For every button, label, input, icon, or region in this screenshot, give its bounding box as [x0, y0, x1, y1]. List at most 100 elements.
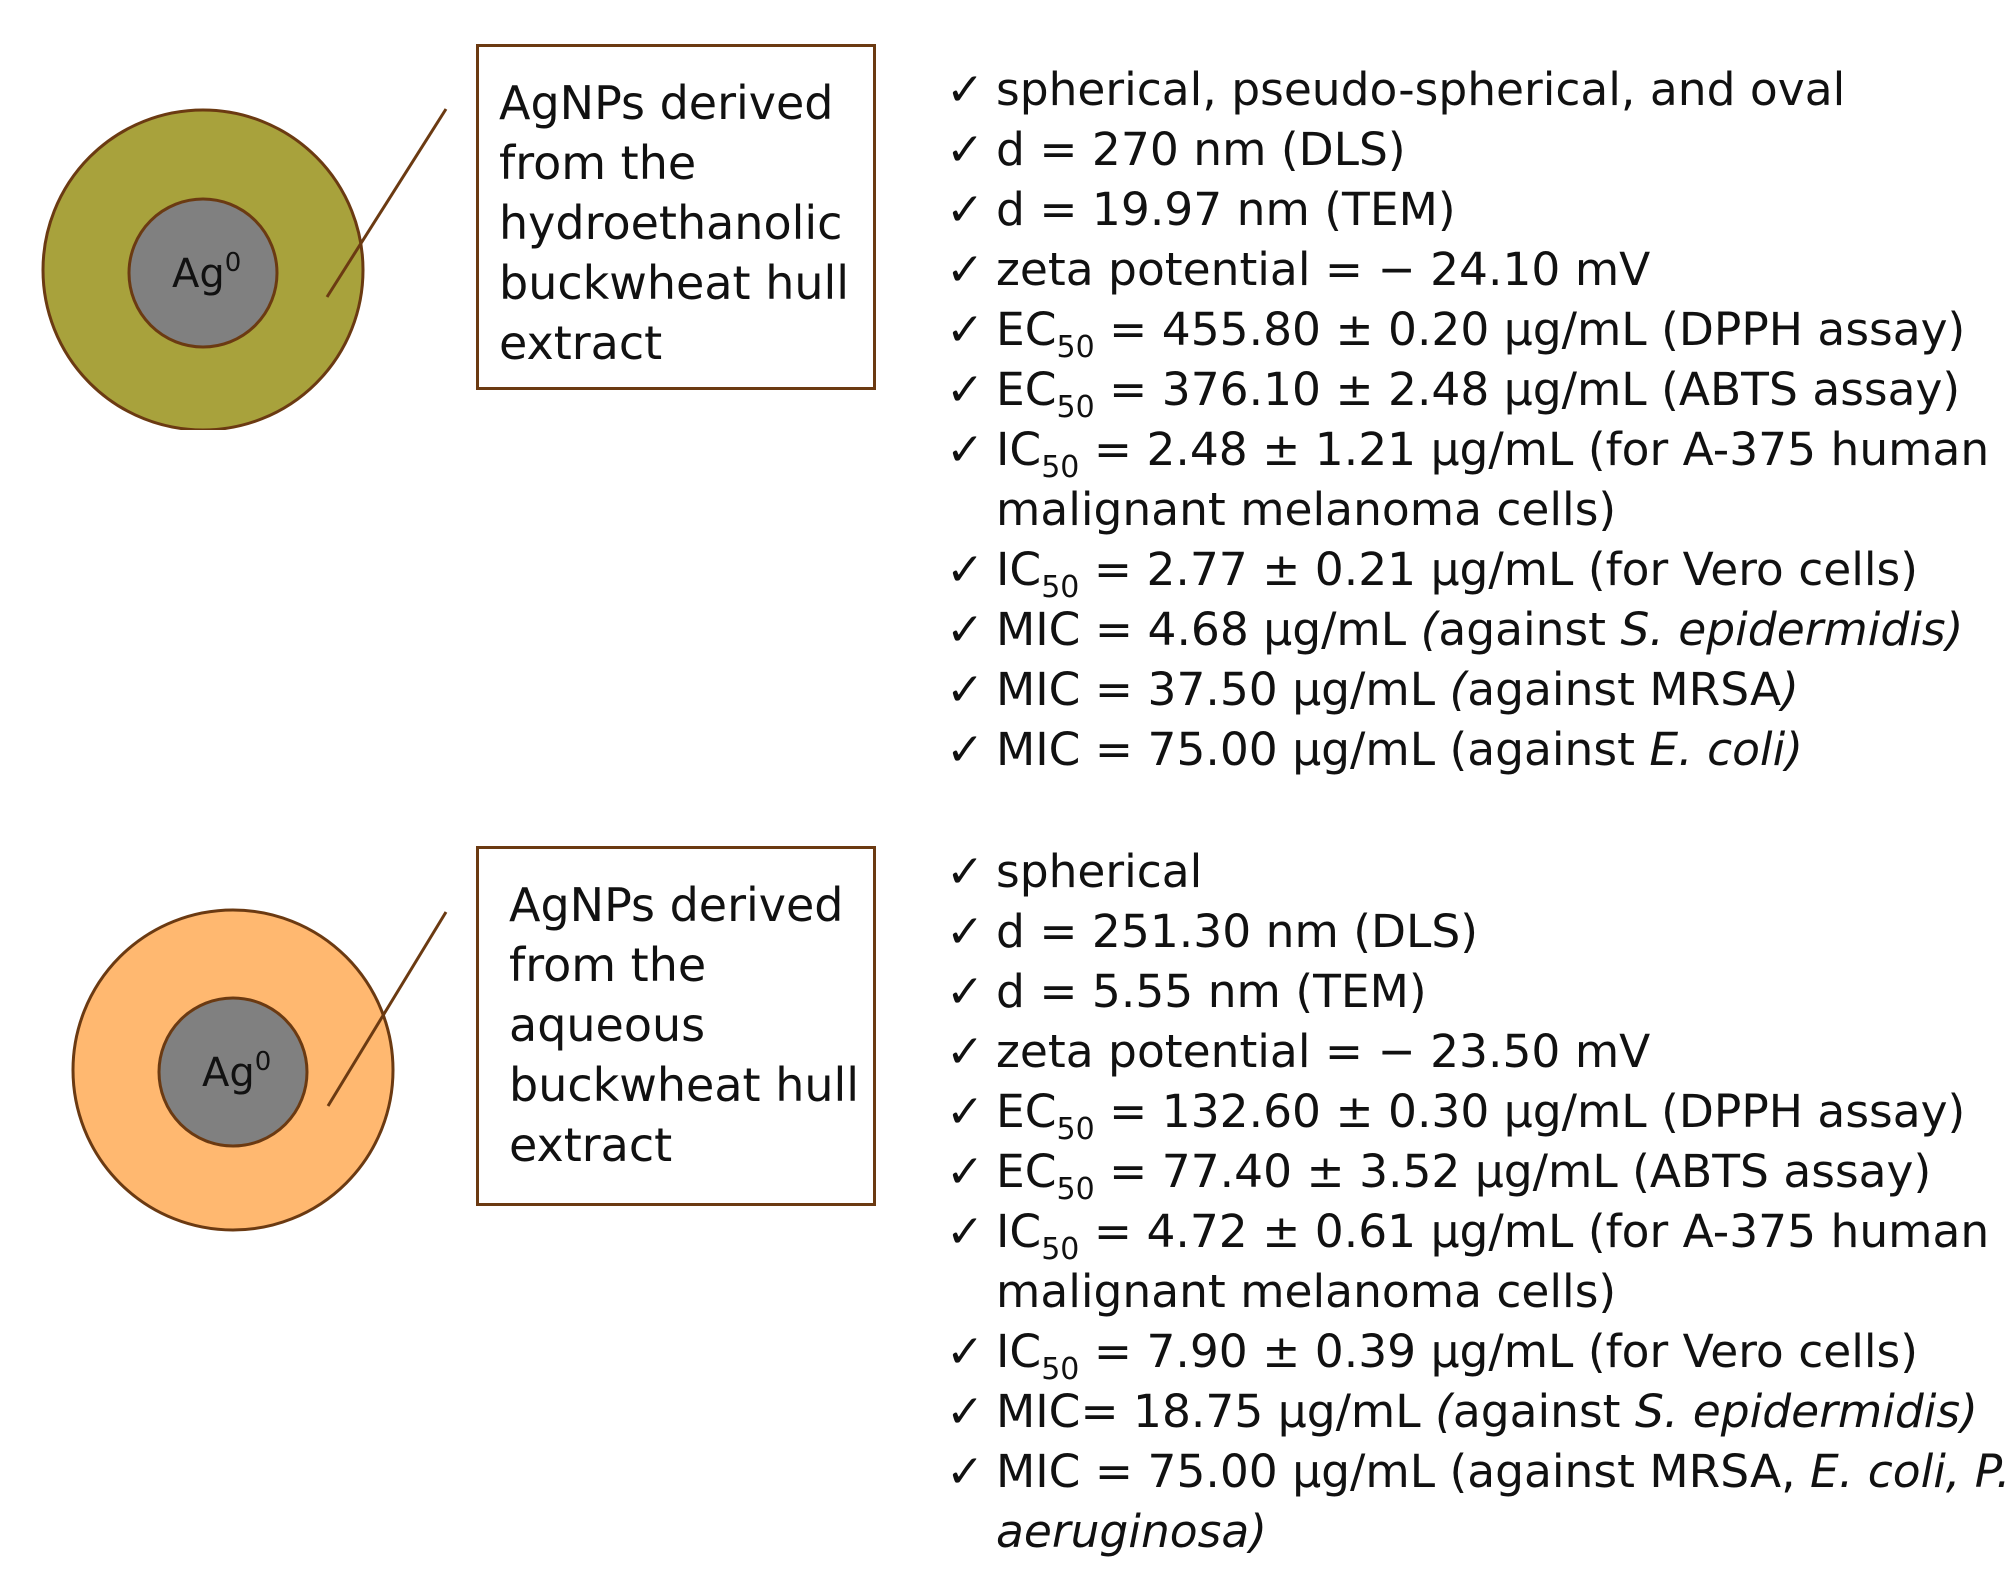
- text-segment: = 2.48 ± 1.21 µg/mL (for A-375 human: [1079, 423, 1990, 476]
- property-item: ✓EC50 = 132.60 ± 0.30 µg/mL (DPPH assay): [946, 1082, 2006, 1145]
- checkmark-icon: ✓: [946, 543, 985, 596]
- text-segment: = 376.10 ± 2.48 µg/mL (ABTS assay): [1094, 363, 1961, 416]
- text-segment: IC: [996, 1205, 1042, 1258]
- text-segment: EC: [996, 1145, 1057, 1198]
- text-segment: d = 270 nm (DLS): [996, 123, 1406, 176]
- core-label: Ag0: [202, 1047, 271, 1096]
- property-item: ✓IC50 = 2.48 ± 1.21 µg/mL (for A-375 hum…: [946, 420, 2006, 540]
- checkmark-icon: ✓: [946, 603, 985, 656]
- aqueous-agnp-panel: Ag0 AgNPs derived from the aqueous buckw…: [0, 804, 2015, 1594]
- text-segment: MIC = 75.00 µg/mL (against MRSA,: [996, 1445, 1811, 1498]
- property-item: ✓EC50 = 455.80 ± 0.20 µg/mL (DPPH assay): [946, 300, 2006, 363]
- property-text-line: EC50 = 77.40 ± 3.52 µg/mL (ABTS assay): [996, 1142, 2006, 1205]
- property-item: ✓zeta potential = − 24.10 mV: [946, 240, 2006, 300]
- property-item: ✓d = 270 nm (DLS): [946, 120, 2006, 180]
- property-text-line: d = 5.55 nm (TEM): [996, 962, 2006, 1022]
- text-segment: IC: [996, 543, 1042, 596]
- property-text-line: MIC = 75.00 µg/mL (against MRSA, E. coli…: [996, 1442, 2010, 1502]
- property-text-line: IC50 = 4.72 ± 0.61 µg/mL (for A-375 huma…: [996, 1202, 2006, 1265]
- checkmark-icon: ✓: [946, 1445, 985, 1498]
- nanoparticle-illustration: Ag0: [71, 908, 448, 1232]
- text-segment: = 2.77 ± 0.21 µg/mL (for Vero cells): [1079, 543, 1918, 596]
- property-item: ✓d = 251.30 nm (DLS): [946, 902, 2006, 962]
- property-text-line: MIC = 37.50 µg/mL (against MRSA): [996, 660, 2006, 720]
- property-text-line: d = 251.30 nm (DLS): [996, 902, 2006, 962]
- text-segment: = 77.40 ± 3.52 µg/mL (ABTS assay): [1094, 1145, 1932, 1198]
- label-line: buckwheat hull: [499, 256, 850, 310]
- property-item: ✓IC50 = 7.90 ± 0.39 µg/mL (for Vero cell…: [946, 1322, 2006, 1385]
- label-line: from the: [509, 938, 707, 992]
- property-item: ✓zeta potential = − 23.50 mV: [946, 1022, 2006, 1082]
- text-segment: E. coli, P.: [1810, 1445, 2011, 1498]
- checkmark-icon: ✓: [946, 1025, 985, 1078]
- text-segment: d = 5.55 nm (TEM): [996, 965, 1427, 1018]
- text-segment: malignant melanoma cells): [996, 483, 1617, 536]
- label-line: AgNPs derived: [499, 76, 834, 130]
- label-line: hydroethanolic: [499, 196, 843, 250]
- property-text-line: MIC = 4.68 µg/mL (against S. epidermidis…: [996, 600, 2006, 660]
- text-segment: MIC= 18.75 µg/mL: [996, 1385, 1436, 1438]
- text-segment: EC: [996, 363, 1057, 416]
- core-label: Ag0: [172, 248, 241, 297]
- text-segment: zeta potential = − 23.50 mV: [996, 1025, 1651, 1078]
- property-text-line: d = 19.97 nm (TEM): [996, 180, 2006, 240]
- text-segment: = 132.60 ± 0.30 µg/mL (DPPH assay): [1094, 1085, 1966, 1138]
- subscript: 50: [1056, 330, 1095, 365]
- property-text-line: malignant melanoma cells): [996, 1262, 2006, 1322]
- property-text-line: zeta potential = − 24.10 mV: [996, 240, 2006, 300]
- checkmark-icon: ✓: [946, 723, 985, 776]
- text-segment: S. epidermidis): [1620, 603, 1964, 656]
- text-segment: IC: [996, 1325, 1042, 1378]
- text-segment: aeruginosa): [996, 1505, 1267, 1558]
- checkmark-icon: ✓: [946, 1085, 985, 1138]
- property-text-line: IC50 = 2.77 ± 0.21 µg/mL (for Vero cells…: [996, 540, 2006, 603]
- checkmark-icon: ✓: [946, 423, 985, 476]
- property-item: ✓spherical: [946, 842, 2006, 902]
- checkmark-icon: ✓: [946, 303, 985, 356]
- checkmark-icon: ✓: [946, 183, 985, 236]
- property-text-line: MIC= 18.75 µg/mL (against S. epidermidis…: [996, 1382, 2006, 1442]
- text-segment: d = 251.30 nm (DLS): [996, 905, 1478, 958]
- silver-core: [127, 197, 279, 349]
- text-segment: = 7.90 ± 0.39 µg/mL (for Vero cells): [1079, 1325, 1918, 1378]
- subscript: 50: [1056, 1112, 1095, 1147]
- property-item: ✓MIC = 75.00 µg/mL (against MRSA, E. col…: [946, 1442, 2010, 1562]
- subscript: 50: [1056, 390, 1095, 425]
- text-segment: spherical: [996, 845, 1203, 898]
- property-item: ✓MIC = 4.68 µg/mL (against S. epidermidi…: [946, 600, 2006, 660]
- text-segment: spherical, pseudo-spherical, and oval: [996, 63, 1846, 116]
- checkmark-icon: ✓: [946, 1325, 985, 1378]
- text-segment: EC: [996, 1085, 1057, 1138]
- text-segment: zeta potential = − 24.10 mV: [996, 243, 1651, 296]
- property-text-line: MIC = 75.00 µg/mL (against E. coli): [996, 720, 2006, 780]
- callout-line: [325, 108, 448, 298]
- property-text-line: aeruginosa): [996, 1502, 2006, 1562]
- label-line: aqueous: [509, 998, 706, 1052]
- subscript: 50: [1056, 1172, 1095, 1207]
- checkmark-icon: ✓: [946, 123, 985, 176]
- property-item: ✓d = 5.55 nm (TEM): [946, 962, 2006, 1022]
- callout-line: [326, 911, 448, 1107]
- property-text-line: EC50 = 455.80 ± 0.20 µg/mL (DPPH assay): [996, 300, 2006, 363]
- property-item: ✓MIC = 37.50 µg/mL (against MRSA): [946, 660, 2006, 720]
- subscript: 50: [1041, 450, 1080, 485]
- property-text-line: zeta potential = − 23.50 mV: [996, 1022, 2006, 1082]
- text-segment: against: [1438, 603, 1621, 656]
- text-segment: (: [1435, 1385, 1453, 1438]
- text-segment: against: [1452, 1385, 1635, 1438]
- property-item: ✓d = 19.97 nm (TEM): [946, 180, 2006, 240]
- text-segment: = 455.80 ± 0.20 µg/mL (DPPH assay): [1094, 303, 1966, 356]
- property-item: ✓EC50 = 77.40 ± 3.52 µg/mL (ABTS assay): [946, 1142, 2006, 1205]
- text-segment: S. epidermidis): [1634, 1385, 1978, 1438]
- property-text-line: spherical, pseudo-spherical, and oval: [996, 60, 2006, 120]
- silver-core: [157, 996, 309, 1148]
- label-line: from the: [499, 136, 697, 190]
- property-item: ✓spherical, pseudo-spherical, and oval: [946, 60, 2006, 120]
- text-segment: E. coli): [1649, 723, 1803, 776]
- property-item: ✓EC50 = 376.10 ± 2.48 µg/mL (ABTS assay): [946, 360, 2006, 423]
- property-list: ✓spherical, pseudo-spherical, and oval✓d…: [946, 60, 2006, 780]
- text-segment: against MRSA: [1467, 663, 1782, 716]
- text-segment: MIC = 4.68 µg/mL: [996, 603, 1421, 656]
- text-segment: IC: [996, 423, 1042, 476]
- text-segment: (: [1449, 663, 1468, 716]
